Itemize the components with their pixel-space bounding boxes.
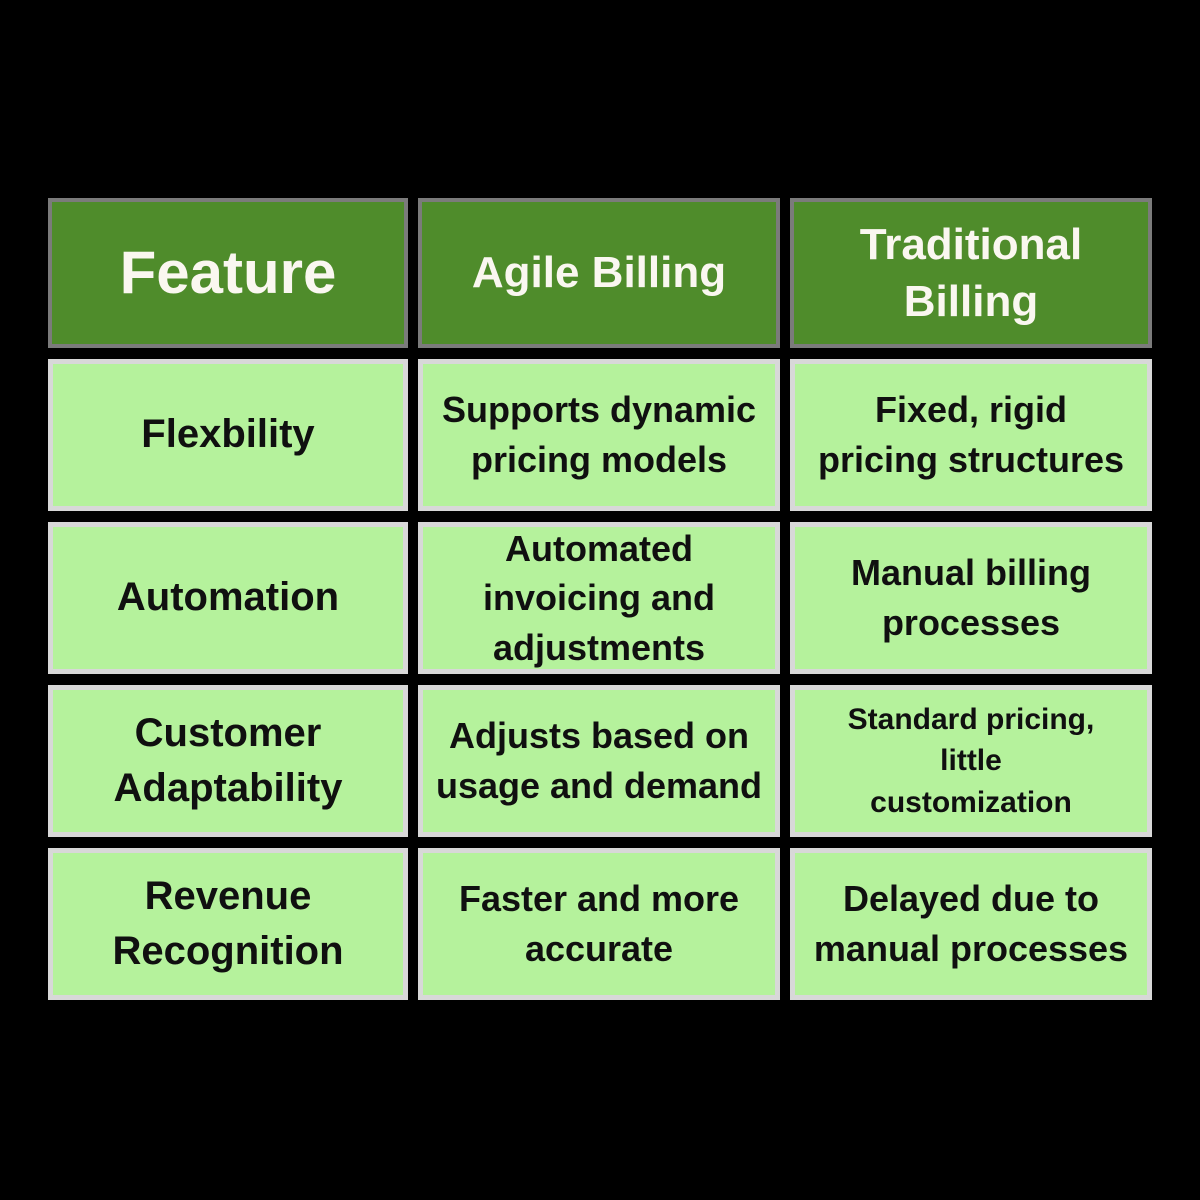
row-customer-adaptability-feature-label: Customer Adaptability bbox=[113, 710, 343, 810]
row-automation-agile-text: Automated invoicing and adjustments bbox=[482, 527, 715, 668]
row-flexbility-agile-text: Supports dynamic pricing models bbox=[441, 389, 757, 480]
comparison-table: Feature Agile Billing Traditional Billin… bbox=[48, 198, 1152, 1000]
row-customer-adaptability-traditional-text: Standard pricing, little customization bbox=[847, 702, 1095, 819]
row-flexbility-agile-cell: Supports dynamic pricing models bbox=[418, 359, 780, 511]
header-label-agile-billing: Agile Billing bbox=[471, 248, 727, 298]
row-revenue-recognition-agile-cell: Faster and more accurate bbox=[418, 848, 780, 1000]
row-flexbility-feature-cell: Flexbility bbox=[48, 359, 408, 511]
row-automation-traditional-cell: Manual billing processes bbox=[790, 522, 1152, 674]
row-automation-feature-label: Automation bbox=[116, 575, 340, 620]
header-label-traditional-billing: Traditional Billing bbox=[859, 219, 1083, 326]
header-cell-feature: Feature bbox=[48, 198, 408, 348]
header-cell-traditional-billing: Traditional Billing bbox=[790, 198, 1152, 348]
row-customer-adaptability-agile-cell: Adjusts based on usage and demand bbox=[418, 685, 780, 837]
row-revenue-recognition-agile-text: Faster and more accurate bbox=[458, 878, 740, 969]
header-label-feature: Feature bbox=[119, 239, 337, 306]
row-revenue-recognition-traditional-text: Delayed due to manual processes bbox=[813, 878, 1129, 969]
row-customer-adaptability-traditional-cell: Standard pricing, little customization bbox=[790, 685, 1152, 837]
row-customer-adaptability-feature-cell: Customer Adaptability bbox=[48, 685, 408, 837]
row-revenue-recognition-feature-label: Revenue Recognition bbox=[112, 873, 344, 973]
row-automation-agile-cell: Automated invoicing and adjustments bbox=[418, 522, 780, 674]
row-automation-traditional-text: Manual billing processes bbox=[851, 552, 1091, 643]
row-revenue-recognition-traditional-cell: Delayed due to manual processes bbox=[790, 848, 1152, 1000]
row-customer-adaptability-agile-text: Adjusts based on usage and demand bbox=[435, 715, 763, 806]
row-flexbility-feature-label: Flexbility bbox=[141, 412, 315, 457]
row-revenue-recognition-feature-cell: Revenue Recognition bbox=[48, 848, 408, 1000]
row-automation-feature-cell: Automation bbox=[48, 522, 408, 674]
row-flexbility-traditional-text: Fixed, rigid pricing structures bbox=[817, 389, 1125, 480]
row-flexbility-traditional-cell: Fixed, rigid pricing structures bbox=[790, 359, 1152, 511]
header-cell-agile-billing: Agile Billing bbox=[418, 198, 780, 348]
